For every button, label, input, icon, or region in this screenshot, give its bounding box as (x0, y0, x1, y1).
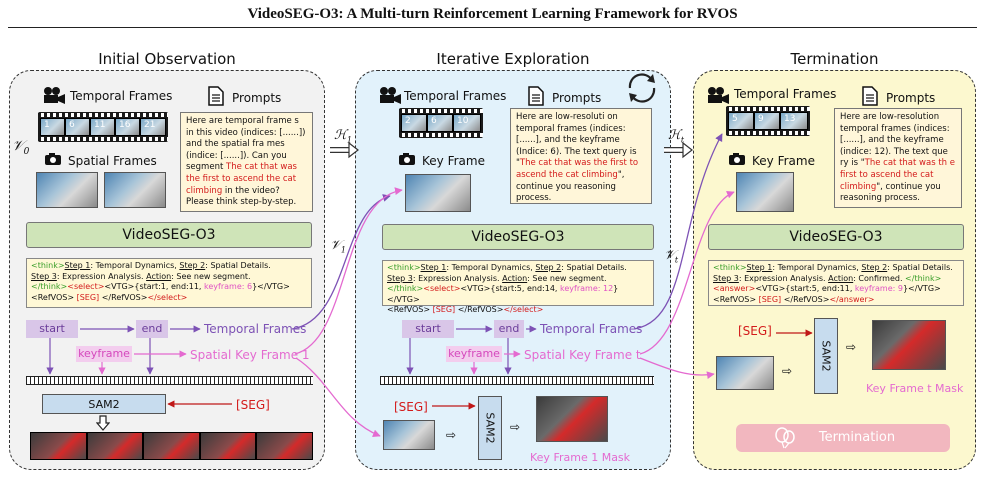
down-arrow-icon (96, 415, 110, 431)
sam2-module: SAM2 (814, 318, 838, 394)
sam2-module: SAM2 (478, 396, 502, 460)
reasoning-box-initial: <think>Step 1: Temporal Dynamics, Step 2… (26, 258, 312, 308)
seg-token-label: [SEG] (738, 324, 772, 338)
keyframe-to-mask-t-curve (639, 357, 715, 379)
h1-symbol: ℋ1 (334, 128, 352, 145)
top-rule (8, 27, 977, 28)
videoseg-o3-model: VideoSEG-O3 (382, 224, 654, 250)
seg-token-label: [SEG] (394, 400, 428, 414)
keyframe-tag: keyframe (76, 346, 132, 362)
video-timeline (380, 376, 654, 385)
keyframe-tag: keyframe (446, 346, 502, 362)
keyframe-to-panel3-curve (639, 191, 735, 355)
section-title-termination: Termination (790, 50, 879, 68)
v1-symbol: 𝒱1 (330, 238, 346, 255)
prompts-label: Prompts (232, 91, 282, 105)
keyframe-to-panel2-curve (294, 187, 403, 355)
prompt-box-initial: Here are temporal frame s in this video … (180, 112, 313, 212)
prompt-box-iterative: Here are low-resoluti on temporal frames… (510, 108, 652, 204)
sam2-module: SAM2 (42, 394, 166, 414)
prompt-box-termination: Here are low-resolution temporal frames … (834, 108, 962, 208)
key-frame-label: Key Frame (752, 154, 815, 168)
prompts-label: Prompts (552, 91, 602, 105)
end-tag: end (136, 320, 168, 338)
reasoning-box-termination: <think>Step 1: Temporal Dynamics, Step 2… (708, 260, 964, 306)
key-frame-1-mask-label: Key Frame 1 Mask (530, 451, 631, 464)
temporal-frames-output-label: Temporal Frames (204, 322, 307, 336)
document-icon (528, 86, 544, 106)
camera-icon (44, 87, 65, 104)
key-frame-1-mask-image (536, 396, 608, 442)
camera-icon (380, 87, 401, 104)
temporal-frames-label: Temporal Frames (70, 89, 173, 103)
camera-icon (708, 87, 729, 104)
right-arrow-icon: ⇨ (846, 340, 857, 354)
ht-symbol: ℋt (668, 128, 685, 145)
cycle-arrows-icon (628, 73, 656, 103)
termination-box: Termination (736, 424, 950, 452)
section-title-iterative: Iterative Exploration (436, 50, 590, 68)
v0-symbol: 𝒱0 (12, 138, 30, 157)
camera-icon (45, 153, 61, 165)
temporal-frames-label: Temporal Frames (404, 89, 507, 103)
end-tag: end (494, 320, 524, 338)
key-frame-label: Key Frame (422, 154, 485, 168)
spatial-key-frame-t-label: Spatial Key Frame t (524, 348, 641, 362)
figure-title: VideoSEG-O3: A Multi-turn Reinforcement … (247, 6, 738, 22)
key-frame-t-mask-image (872, 320, 946, 370)
temporal-film-strip: 5 9 13 (726, 106, 810, 136)
temporal-frames-label: Temporal Frames (734, 87, 837, 101)
seg-token-label: [SEG] (236, 398, 270, 412)
document-icon (208, 86, 224, 106)
right-arrow-icon: ⇨ (510, 420, 521, 434)
spatial-frame-image (104, 172, 166, 208)
spatial-frames-label: Spatial Frames (68, 154, 157, 168)
reasoning-box-iterative: <think>Step 1: Temporal Dynamics, Step 2… (382, 260, 654, 314)
section-title-initial: Initial Observation (98, 50, 236, 68)
temporal-film-strip: 1 6 11 16 21 (38, 112, 168, 142)
key-frame-image (383, 420, 435, 450)
right-arrow-icon: ⇨ (782, 364, 793, 378)
prompts-label: Prompts (886, 91, 936, 105)
temporal-to-panel3-curve (633, 133, 723, 330)
camera-icon (729, 153, 745, 165)
balloon-icon (775, 427, 795, 449)
temporal-film-strip: 2 6 10 (399, 108, 483, 138)
temporal-frames-output-label: Temporal Frames (540, 322, 643, 336)
start-tag: start (402, 320, 454, 338)
temporal-to-panel2-curve (291, 194, 391, 330)
key-frame-image (405, 174, 471, 212)
key-frame-image (716, 356, 774, 390)
vt-symbol: 𝒱t (664, 248, 679, 265)
right-arrow-icon: ⇨ (446, 428, 457, 442)
keyframe-to-mask-curve (295, 357, 381, 438)
camera-icon (399, 153, 415, 165)
start-tag: start (26, 320, 78, 338)
document-icon (862, 86, 878, 106)
spatial-frame-image (36, 172, 98, 208)
videoseg-o3-model: VideoSEG-O3 (708, 224, 964, 250)
key-frame-image (736, 172, 794, 212)
spatial-key-frame-1-label: Spatial Key Frame 1 (190, 348, 310, 362)
key-frame-t-mask-label: Key Frame t Mask (866, 382, 964, 395)
videoseg-o3-model: VideoSEG-O3 (26, 222, 312, 248)
video-timeline (26, 376, 313, 385)
segmented-video-strip (30, 432, 313, 460)
